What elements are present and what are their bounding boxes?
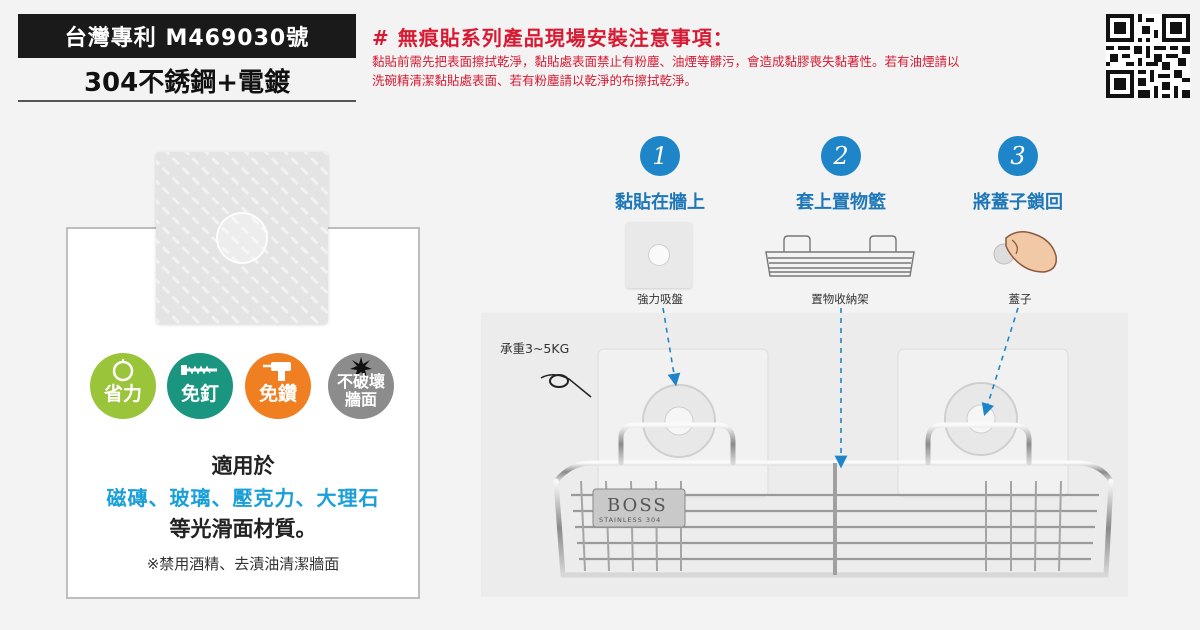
feature-label: 不破壞 牆面 (336, 372, 385, 409)
crack-icon (350, 357, 372, 377)
usage-surface: 等光滑面材質。 (169, 517, 317, 541)
feature-no-drilling: 免鑽 (245, 353, 311, 419)
patent-text: 台灣專利 M469030號 (64, 26, 310, 51)
qr-code-icon[interactable] (1106, 14, 1190, 98)
ring-icon (112, 359, 134, 382)
feature-effortless: 省力 (90, 353, 156, 419)
usage-warning: ※禁用酒精、去漬油清潔牆面 (146, 555, 340, 573)
usage-heading: 適用於 (211, 454, 275, 478)
step-2-badge: 2 (821, 136, 861, 176)
weight-capacity-label: 承重3~5KG (500, 341, 570, 356)
brand-logo: BOSS (607, 495, 668, 516)
cap-hand-thumb (993, 231, 1057, 273)
feature-label: 免釘 (180, 383, 219, 405)
adhesive-pad-image (156, 152, 328, 324)
item-caption-rack: 置物收納架 (811, 292, 869, 306)
basket-illustration (540, 348, 1114, 578)
notice-line-1: 黏貼前需先把表面擦拭乾淨，黏貼處表面禁止有粉塵、油煙等髒污，會造成黏膠喪失黏著性… (372, 54, 960, 69)
usage-materials: 磁磚、玻璃、壓克力、大理石 (106, 486, 380, 510)
notice-body: 黏貼前需先把表面擦拭乾淨，黏貼處表面禁止有粉塵、油煙等髒污，會造成黏膠喪失黏著性… (372, 52, 1092, 90)
item-caption-cap: 蓋子 (1008, 292, 1032, 306)
step-2-title: 套上置物籃 (796, 192, 886, 213)
drill-icon (263, 362, 291, 381)
step-3-title: 將蓋子鎖回 (973, 192, 1063, 213)
feature-no-wall-damage: 不破壞 牆面 (328, 353, 394, 419)
suction-cup-icon (648, 244, 670, 266)
patent-banner: 台灣專利 M469030號 (18, 14, 356, 58)
brand-subtext: STAINLESS 304 (599, 516, 662, 524)
step-1-title: 黏貼在牆上 (615, 192, 705, 213)
divider (18, 100, 356, 102)
feature-label: 省力 (103, 383, 142, 405)
suction-cup-icon (216, 212, 268, 264)
notice-line-2: 洗碗精清潔黏貼處表面、若有粉塵請以乾淨的布擦拭乾淨。 (372, 73, 698, 88)
feature-label: 免鑽 (258, 383, 297, 405)
item-caption-suction: 強力吸盤 (637, 292, 683, 306)
step-1-badge: 1 (640, 136, 680, 176)
material-title: 304不銹鋼+電鍍 (83, 68, 291, 98)
notice-title: # 無痕貼系列產品現場安裝注意事項： (372, 26, 734, 50)
suction-pad-thumb (626, 222, 692, 288)
feature-no-nails: 免釘 (167, 353, 233, 419)
step-3-badge: 3 (998, 136, 1038, 176)
product-photo: BOSS STAINLESS 304 (481, 313, 1128, 597)
basket-thumb (765, 235, 915, 277)
screw-icon (181, 365, 217, 375)
